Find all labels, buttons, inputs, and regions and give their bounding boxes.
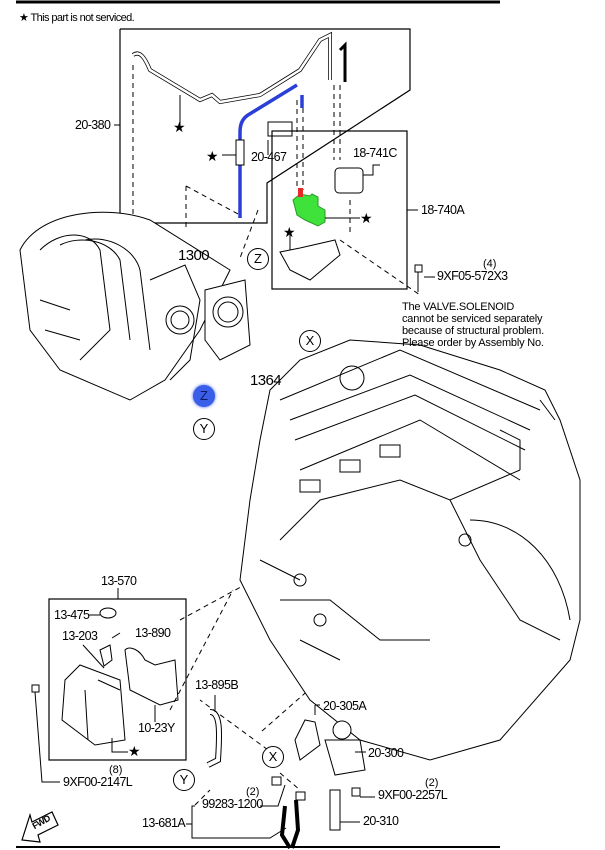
egr-valve (294, 704, 375, 831)
part-label-18-740A[interactable]: 18-740A (421, 203, 465, 217)
throttle-body (204, 279, 251, 361)
hose-highlight (238, 83, 298, 218)
part-label-13-895B[interactable]: 13-895B (195, 678, 239, 692)
note-line: Please order by Assembly No. (402, 337, 544, 349)
legend-text: This part is not serviced. (30, 12, 135, 24)
qty-99283-1200: (2) (246, 786, 260, 798)
legend: ★ This part is not serviced. (19, 12, 135, 24)
ref-circle-z-highlighted: Z (193, 385, 215, 407)
part-label-1364[interactable]: 1364 (250, 372, 282, 389)
part-label-1300[interactable]: 1300 (178, 247, 210, 264)
part-label-20-310[interactable]: 20-310 (363, 814, 399, 828)
not-serviced-star-icon: ★ (173, 119, 186, 135)
ref-circle-x: X (299, 330, 321, 352)
part-label-13-570[interactable]: 13-570 (101, 574, 137, 588)
ref-circle-y: Y (173, 769, 195, 791)
valve-solenoid-highlight (292, 193, 326, 227)
part-label-13-203[interactable]: 13-203 (62, 629, 98, 643)
part-label-13-681A[interactable]: 13-681A (142, 816, 186, 830)
part-label-20-300[interactable]: 20-300 (368, 746, 404, 760)
part-label-9XF05-572X3[interactable]: 9XF05-572X3 (437, 269, 508, 283)
note-line: cannot be serviced separately (402, 313, 543, 325)
note-line: because of structural problem. (402, 325, 544, 337)
fwd-arrow (21, 811, 59, 843)
part-label-20-305A[interactable]: 20-305A (323, 699, 367, 713)
ref-circle-y: Y (193, 418, 215, 440)
part-label-20-380[interactable]: 20-380 (75, 118, 111, 132)
note-line: The VALVE.SOLENOID (402, 301, 515, 313)
part-label-9XF00-2257L[interactable]: 9XF00-2257L (378, 788, 448, 802)
ref-circle-x: X (262, 746, 284, 768)
part-label-13-890[interactable]: 13-890 (135, 626, 171, 640)
intake-manifold (19, 211, 231, 401)
part-label-10-23Y[interactable]: 10-23Y (138, 721, 175, 735)
part-label-13-475[interactable]: 13-475 (54, 608, 90, 622)
part-label-20-467[interactable]: 20-467 (251, 150, 287, 164)
star-icon: ★ (19, 12, 29, 24)
qty-9XF00-2147L: (8) (109, 764, 123, 776)
ref-circle-z: Z (247, 248, 269, 270)
qty-9XF05: (4) (483, 258, 497, 270)
not-serviced-star-icon: ★ (360, 210, 373, 226)
qty-9XF00-2257L: (2) (425, 777, 439, 789)
part-label-9XF00-2147L[interactable]: 9XF00-2147L (63, 775, 133, 789)
box-20-380 (119, 28, 411, 224)
not-serviced-star-icon: ★ (206, 148, 219, 164)
not-serviced-star-icon: ★ (283, 224, 296, 240)
hose-13-681A (279, 799, 301, 850)
solenoid-note: The VALVE.SOLENOID cannot be serviced se… (402, 301, 544, 349)
engine-block (239, 339, 581, 761)
oil-separator (61, 607, 179, 753)
part-label-99283-1200[interactable]: 99283-1200 (202, 797, 263, 811)
not-serviced-star-icon: ★ (128, 743, 141, 759)
part-label-18-741C[interactable]: 18-741C (353, 146, 397, 160)
